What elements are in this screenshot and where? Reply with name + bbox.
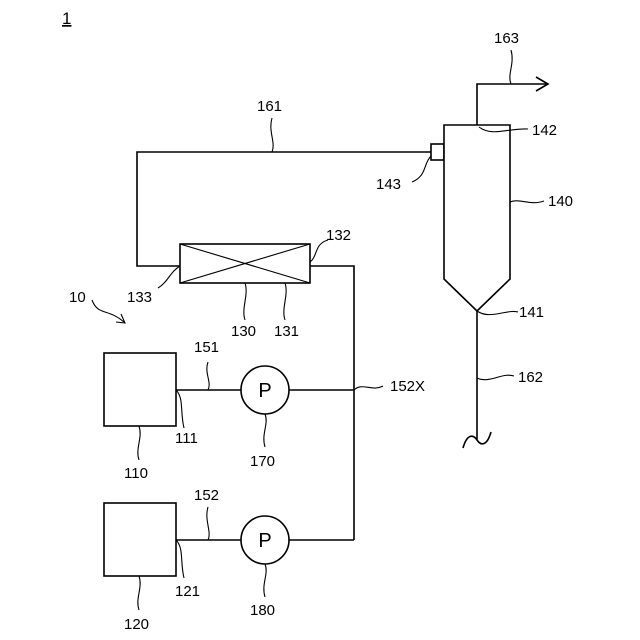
leader-180 [264,564,266,597]
tank-120 [104,503,176,576]
leader-141 [477,311,518,315]
leader-110 [138,426,140,460]
pump-170-letter: P [258,380,271,402]
leader-151 [207,362,209,390]
leader-143 [412,156,431,182]
leader-152 [207,507,209,540]
leader-140 [510,201,544,203]
ref-110: 110 [124,465,148,482]
ref-152x: 152X [390,378,425,395]
leader-10 [92,300,124,322]
ref-163: 163 [494,30,519,47]
ref-111: 111 [175,430,198,447]
ref-170: 170 [250,453,275,470]
leader-152x [354,386,383,390]
ref-162: 162 [518,369,543,386]
ref-120: 120 [124,616,149,633]
ref-142: 142 [532,122,557,139]
ref-161: 161 [257,98,282,115]
ref-143: 143 [376,176,401,193]
ref-140: 140 [548,193,573,210]
leader-131 [284,283,286,320]
leader-111 [176,390,184,428]
leader-133 [158,266,180,288]
ref-180: 180 [250,602,275,619]
ref-152: 152 [194,487,219,504]
line-152x [310,266,354,540]
line-163 [477,84,546,125]
ref-130: 130 [231,323,256,340]
separator-140 [444,125,510,311]
leader-161 [271,118,273,152]
figure-label: 1 [62,9,71,28]
ref-141: 141 [519,304,544,321]
ref-131: 131 [274,323,299,340]
leader-163 [510,50,512,84]
leader-121 [176,540,184,578]
leader-120 [138,576,140,610]
ref-151: 151 [194,339,219,356]
ref-133: 133 [127,289,152,306]
tank-110 [104,353,176,426]
pump-180-letter: P [258,530,271,552]
nozzle-143 [431,144,444,160]
leader-162 [477,375,514,380]
leader-130 [244,283,246,320]
ref-121: 121 [175,583,200,600]
ref-10: 10 [69,289,86,306]
leader-170 [264,414,266,447]
ref-132: 132 [326,227,351,244]
